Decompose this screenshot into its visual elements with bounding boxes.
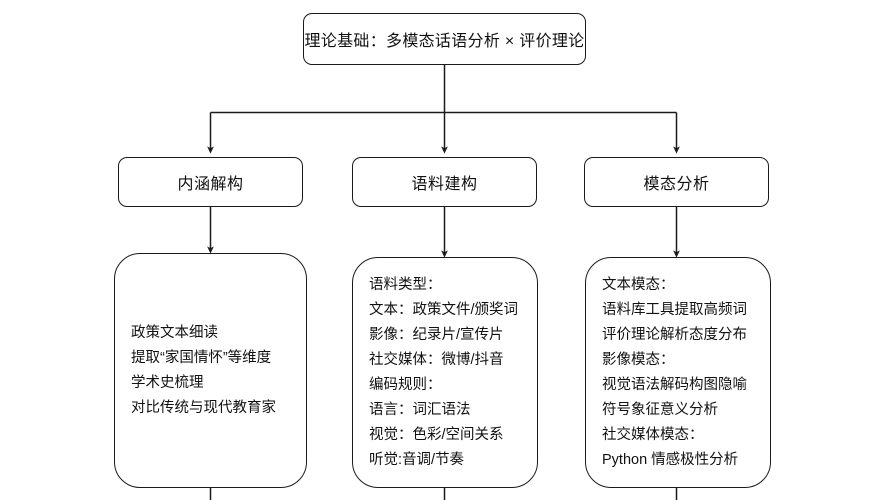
node-branch-3-label: 模态分析 <box>643 176 710 193</box>
detail-line: 影像模态： <box>602 351 675 368</box>
node-branch-corpus-construction[interactable]: 语料建构 <box>352 157 537 207</box>
detail-line: Python 情感极性分析 <box>602 451 739 468</box>
detail-line: 听觉:音调/节奏 <box>369 451 465 468</box>
node-theoretical-foundation[interactable]: 理论基础：多模态话语分析 × 评价理论 <box>303 13 586 65</box>
detail-list-2: 语料类型： 文本：政策文件/颁奖词 影像：纪录片/宣传片 社交媒体：微博/抖音 … <box>353 273 537 473</box>
detail-line: 视觉：色彩/空间关系 <box>369 426 504 443</box>
node-detail-modality-analysis[interactable]: 文本模态： 语料库工具提取高频词 评价理论解析态度分布 影像模态： 视觉语法解码… <box>585 257 771 488</box>
detail-line: 文本：政策文件/颁奖词 <box>369 301 519 318</box>
detail-line: 符号象征意义分析 <box>602 401 718 418</box>
node-branch-connotation-deconstruction[interactable]: 内涵解构 <box>118 157 303 207</box>
detail-line: 社交媒体：微博/抖音 <box>369 351 504 368</box>
detail-line: 社交媒体模态： <box>602 426 704 443</box>
detail-list-1: 政策文本细读 提取“家国情怀”等维度 学术史梳理 对比传统与现代教育家 <box>115 321 306 421</box>
detail-line: 视觉语法解码构图隐喻 <box>602 376 747 393</box>
detail-list-3: 文本模态： 语料库工具提取高频词 评价理论解析态度分布 影像模态： 视觉语法解码… <box>586 273 770 473</box>
detail-line: 学术史梳理 <box>131 374 204 391</box>
node-branch-2-label: 语料建构 <box>411 176 478 193</box>
node-detail-connotation-deconstruction[interactable]: 政策文本细读 提取“家国情怀”等维度 学术史梳理 对比传统与现代教育家 <box>114 253 307 488</box>
detail-line: 语言：词汇语法 <box>369 401 471 418</box>
detail-line: 政策文本细读 <box>131 324 218 341</box>
detail-line: 影像：纪录片/宣传片 <box>369 326 504 343</box>
detail-line: 编码规则： <box>369 376 442 393</box>
detail-line: 语料类型： <box>369 276 442 293</box>
node-theoretical-foundation-label: 理论基础：多模态话语分析 × 评价理论 <box>304 33 585 50</box>
detail-line: 评价理论解析态度分布 <box>602 326 747 343</box>
node-branch-1-label: 内涵解构 <box>177 176 244 193</box>
detail-line: 对比传统与现代教育家 <box>131 399 276 416</box>
node-branch-modality-analysis[interactable]: 模态分析 <box>584 157 769 207</box>
detail-line: 文本模态： <box>602 276 675 293</box>
detail-line: 语料库工具提取高频词 <box>602 301 747 318</box>
node-detail-corpus-construction[interactable]: 语料类型： 文本：政策文件/颁奖词 影像：纪录片/宣传片 社交媒体：微博/抖音 … <box>352 257 538 488</box>
detail-line: 提取“家国情怀”等维度 <box>131 349 272 366</box>
